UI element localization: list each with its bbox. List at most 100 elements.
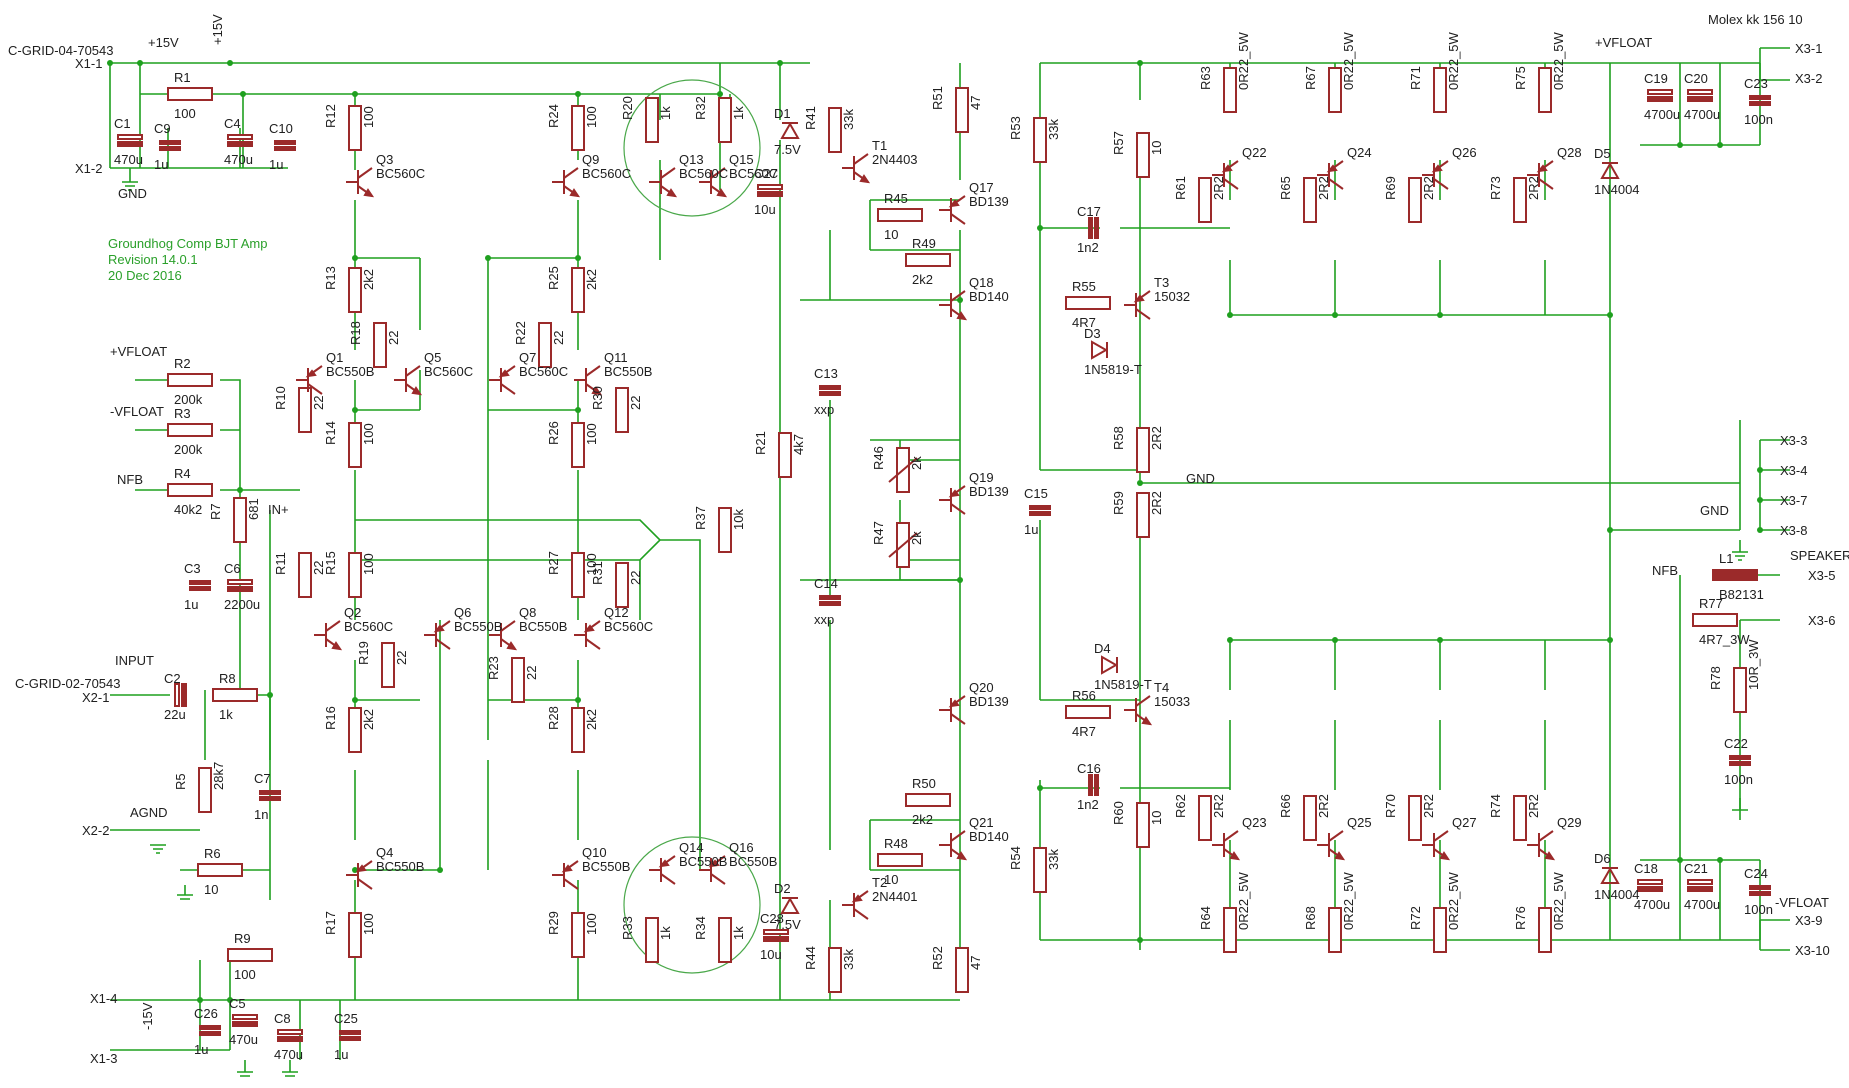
value-label-c26: 1u <box>194 1042 208 1057</box>
component-r37 <box>718 507 732 553</box>
value-label-t1: 2N4403 <box>872 152 918 167</box>
value-label-q14: BC550B <box>679 854 727 869</box>
component-q13 <box>649 167 678 198</box>
value-label-c28: 10u <box>760 947 782 962</box>
ref-label-r13: R13 <box>323 266 338 290</box>
value-label-c10: 1u <box>269 157 283 172</box>
component-c25 <box>339 1030 361 1041</box>
component-q23 <box>1212 830 1241 861</box>
ref-label-r72: R72 <box>1408 906 1423 930</box>
value-label-q6: BC550B <box>454 619 502 634</box>
value-label-q16: BC550B <box>729 854 777 869</box>
pin-x3-6: X3-6 <box>1808 613 1835 628</box>
component-r51 <box>955 87 969 133</box>
value-label-r15: 100 <box>361 553 376 575</box>
pin-x3-10: X3-10 <box>1795 943 1830 958</box>
ref-label-q12: Q12 <box>604 605 629 620</box>
net-nfb-right: NFB <box>1652 563 1678 578</box>
component-t1 <box>842 153 871 184</box>
value-label-q15: BC560C <box>729 166 778 181</box>
ref-label-r24: R24 <box>546 104 561 128</box>
component-r44 <box>828 947 842 993</box>
ref-label-c5: C5 <box>229 996 246 1011</box>
ref-label-r63: R63 <box>1198 66 1213 90</box>
value-label-r73: 2R2 <box>1526 176 1541 200</box>
component-r66 <box>1303 795 1317 841</box>
component-c14 <box>819 595 841 606</box>
component-t4 <box>1124 695 1153 726</box>
value-label-q7: BC560C <box>519 364 568 379</box>
value-label-r47: 2k <box>909 531 924 545</box>
value-label-r65: 2R2 <box>1316 176 1331 200</box>
value-label-r24: 100 <box>584 106 599 128</box>
net-agnd: AGND <box>130 805 168 820</box>
value-label-c8: 470u <box>274 1047 303 1062</box>
ref-label-d4: D4 <box>1094 641 1111 656</box>
pin-x3-3: X3-3 <box>1780 433 1807 448</box>
component-q22 <box>1212 160 1239 190</box>
component-d5 <box>1600 161 1620 179</box>
component-c7 <box>259 790 281 801</box>
component-r5 <box>198 767 212 813</box>
ref-label-q29: Q29 <box>1557 815 1582 830</box>
ref-label-q27: Q27 <box>1452 815 1477 830</box>
value-label-c27: 10u <box>754 202 776 217</box>
ref-label-r33: R33 <box>620 916 635 940</box>
net-speaker: SPEAKER <box>1790 548 1849 563</box>
component-r74 <box>1513 795 1527 841</box>
ref-label-r6: R6 <box>204 846 221 861</box>
title-line1: Groundhog Comp BJT Amp <box>108 236 267 251</box>
value-label-q1: BC550B <box>326 364 374 379</box>
value-label-r71: 0R22_5W <box>1446 31 1461 90</box>
value-label-r76: 0R22_5W <box>1551 871 1566 930</box>
component-q4 <box>346 860 373 890</box>
net-gnd-top: GND <box>118 186 147 201</box>
component-q15 <box>699 167 728 198</box>
component-r72 <box>1433 907 1447 953</box>
ref-label-r60: R60 <box>1111 801 1126 825</box>
ref-label-q1: Q1 <box>326 350 343 365</box>
component-r58 <box>1136 427 1150 473</box>
component-q26 <box>1422 160 1449 190</box>
net-vfloat-neg-left: -VFLOAT <box>110 404 164 419</box>
value-label-r23: 22 <box>524 666 539 680</box>
ref-label-q8: Q8 <box>519 605 536 620</box>
ref-label-q28: Q28 <box>1557 145 1582 160</box>
component-r60 <box>1136 802 1150 848</box>
component-r2 <box>167 373 213 387</box>
value-label-r52: 47 <box>968 956 983 970</box>
value-label-r60: 10 <box>1149 811 1164 825</box>
component-c9 <box>159 140 181 151</box>
ref-label-r55: R55 <box>1072 279 1096 294</box>
component-r53 <box>1033 117 1047 163</box>
component-q24 <box>1317 160 1344 190</box>
value-label-t3: 15032 <box>1154 289 1190 304</box>
component-r7 <box>233 497 247 543</box>
component-r57 <box>1136 132 1150 178</box>
value-label-r61: 2R2 <box>1211 176 1226 200</box>
component-r71 <box>1433 67 1447 113</box>
component-c6 <box>227 579 253 592</box>
ref-label-q23: Q23 <box>1242 815 1267 830</box>
component-c4 <box>227 134 253 147</box>
component-r22 <box>538 322 552 368</box>
value-label-c13: xxp <box>814 402 834 417</box>
ref-label-q24: Q24 <box>1347 145 1372 160</box>
ref-label-r25: R25 <box>546 266 561 290</box>
component-c28 <box>763 929 789 942</box>
value-label-r20: 1k <box>658 106 673 120</box>
component-r33 <box>645 917 659 963</box>
ref-label-r48: R48 <box>884 836 908 851</box>
pin-x1-2: X1-2 <box>75 161 102 176</box>
value-label-c20: 4700u <box>1684 107 1720 122</box>
ref-label-c19: C19 <box>1644 71 1668 86</box>
ref-label-r3: R3 <box>174 406 191 421</box>
value-label-r54: 33k <box>1046 849 1061 870</box>
ref-label-r30: R30 <box>590 386 605 410</box>
ref-label-r54: R54 <box>1008 846 1023 870</box>
ref-label-t1: T1 <box>872 138 887 153</box>
ref-label-c13: C13 <box>814 366 838 381</box>
component-r55 <box>1065 296 1111 310</box>
ref-label-d5: D5 <box>1594 146 1611 161</box>
ref-label-q14: Q14 <box>679 840 704 855</box>
